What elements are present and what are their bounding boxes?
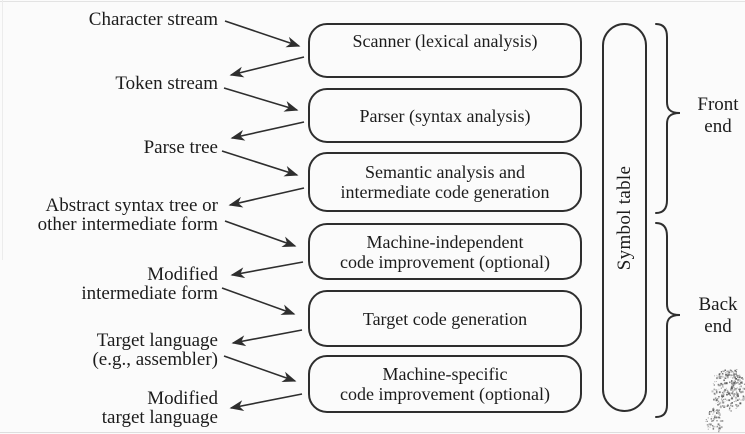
label-target-language: Target language (e.g., assembler) [92,330,218,370]
arrow-ast-to-machine-independent [224,220,297,247]
front-end-label: Front end [697,94,739,137]
scan-edge-bottom [0,432,745,433]
arrow-parse-tree-to-semantic [221,150,299,177]
stage-box-target-code-generation: Target code generation [308,290,582,347]
arrow-modified-if-to-target-codegen [221,287,296,315]
arrow-machine-specific-to-modified-tl [229,393,303,411]
arrow-token-stream-to-parser [223,87,299,112]
scan-edge-left [2,0,3,260]
back-end-label: Back end [698,294,738,337]
label-abstract-syntax-tree: Abstract syntax tree or other intermedia… [37,195,218,235]
symbol-table-pill: Symbol table [602,23,647,412]
stage-box-scanner: Scanner (lexical analysis) [308,23,582,78]
front-end-brace [655,23,681,214]
stage-box-machine-independent-improve: Machine-independent code improvement (op… [308,223,582,280]
stage-box-parser: Parser (syntax analysis) [308,88,582,143]
arrow-character-stream-to-scanner [224,20,301,48]
arrow-parser-to-parse-tree [230,121,305,141]
label-modified-intermediate-form: Modified intermediate form [81,264,218,304]
stage-box-semantic-analysis: Semantic analysis and intermediate code … [308,152,582,212]
arrow-semantic-to-ast [228,187,305,208]
label-modified-target-language: Modified target language [101,388,218,428]
label-token-stream: Token stream [115,73,218,94]
arrow-target-codegen-to-target-language [231,329,303,347]
back-end-brace [655,222,681,418]
watermark-artifact [705,369,745,433]
arrow-machine-independent-to-modified-if [230,261,304,279]
arrow-target-language-to-machine-specific [223,355,297,383]
scan-edge-top [0,1,745,2]
label-parse-tree: Parse tree [143,137,218,158]
symbol-table-label: Symbol table [613,165,635,270]
stage-box-machine-specific-improve: Machine-specific code improvement (optio… [308,355,582,413]
arrow-scanner-to-token-stream [229,56,305,78]
label-character-stream: Character stream [88,9,218,30]
